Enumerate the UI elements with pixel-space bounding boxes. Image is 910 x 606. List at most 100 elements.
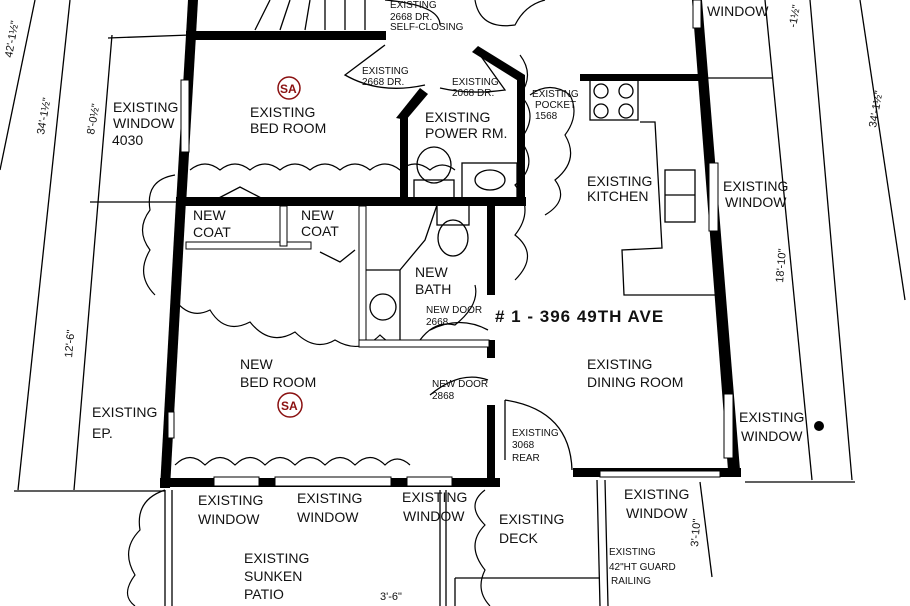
svg-text:SUNKEN: SUNKEN xyxy=(244,568,302,584)
svg-text:1568: 1568 xyxy=(535,111,558,122)
window-deck xyxy=(599,470,721,478)
svg-text:EXISTING: EXISTING xyxy=(297,490,362,506)
toilet-icon-bath xyxy=(437,219,469,257)
svg-text:KITCHEN: KITCHEN xyxy=(587,188,648,204)
svg-text:POCKET: POCKET xyxy=(535,100,576,111)
svg-text:NEW DOOR: NEW DOOR xyxy=(432,379,488,390)
svg-text:DINING ROOM: DINING ROOM xyxy=(587,374,683,390)
label-new-bed-room: NEW xyxy=(240,356,273,372)
svg-text:DECK: DECK xyxy=(499,530,539,546)
svg-text:EXISTING: EXISTING xyxy=(739,409,804,425)
svg-text:WINDOW: WINDOW xyxy=(198,511,260,527)
svg-text:18'-10": 18'-10" xyxy=(774,248,789,283)
smoke-alarm-new: SA xyxy=(277,392,303,418)
svg-text:WINDOW: WINDOW xyxy=(626,505,688,521)
svg-text:COAT: COAT xyxy=(301,223,339,239)
svg-text:3068: 3068 xyxy=(512,440,535,451)
smoke-alarm-existing: SA xyxy=(277,76,301,100)
door-swing-bedroom xyxy=(343,44,426,89)
svg-text:12'-6": 12'-6" xyxy=(63,329,77,358)
svg-text:SA: SA xyxy=(281,399,298,413)
svg-text:WINDOW: WINDOW xyxy=(725,194,787,210)
svg-text:2868: 2868 xyxy=(432,391,455,402)
dimension-labels: 42'-1½" 34'-1½" 8'-0½" 12'-6" 34'-1½" -1… xyxy=(3,4,885,603)
revision-clouds xyxy=(126,0,575,606)
label-kitchen: EXISTING xyxy=(587,173,652,189)
label-new-bath: NEW xyxy=(415,264,448,280)
fixtures xyxy=(164,0,824,606)
svg-text:EXISTING: EXISTING xyxy=(624,486,689,502)
svg-text:EP.: EP. xyxy=(92,425,113,441)
svg-text:2668: 2668 xyxy=(426,317,449,328)
window-bottom-3 xyxy=(406,476,453,487)
svg-text:34'-1½": 34'-1½" xyxy=(35,97,53,136)
toilet-icon xyxy=(416,146,452,184)
label-sunken-patio-line3: PATIO xyxy=(244,586,284,602)
label-new-coat-2: NEW xyxy=(301,207,334,223)
window-bottom-1 xyxy=(213,476,260,487)
svg-text:BATH: BATH xyxy=(415,281,451,297)
svg-text:SELF-CLOSING: SELF-CLOSING xyxy=(390,22,464,33)
window-dining xyxy=(723,393,734,459)
svg-text:2668 DR.: 2668 DR. xyxy=(362,77,404,88)
bath-sink-icon xyxy=(369,293,397,321)
svg-text:EXISTING: EXISTING xyxy=(452,77,499,88)
svg-text:RAILING: RAILING xyxy=(611,576,651,587)
svg-text:34'-1½": 34'-1½" xyxy=(867,90,885,129)
svg-text:WINDOW: WINDOW xyxy=(297,509,359,525)
svg-text:NEW DOOR: NEW DOOR xyxy=(426,305,482,316)
window-4030 xyxy=(180,79,190,153)
svg-text:EXISTING: EXISTING xyxy=(723,178,788,194)
svg-text:EXISTING: EXISTING xyxy=(113,99,178,115)
svg-text:BED ROOM: BED ROOM xyxy=(240,374,316,390)
sink-icon xyxy=(664,169,696,223)
address-label: # 1 - 396 49TH AVE xyxy=(495,307,664,326)
svg-text:4030: 4030 xyxy=(112,132,143,148)
svg-text:REAR: REAR xyxy=(512,453,540,464)
svg-text:EXISTING: EXISTING xyxy=(402,489,467,505)
door-swing-rear xyxy=(504,399,573,471)
svg-text:BED ROOM: BED ROOM xyxy=(250,120,326,136)
svg-text:42'-1½": 42'-1½" xyxy=(3,20,21,59)
svg-text:EXISTING: EXISTING xyxy=(362,66,409,77)
annotations: EXISTING 2668 DR. SELF-CLOSING EXISTING … xyxy=(112,0,804,587)
window-bottom-2 xyxy=(274,476,392,487)
svg-text:42"HT GUARD: 42"HT GUARD xyxy=(609,562,676,573)
label-dining-room: EXISTING xyxy=(587,356,652,372)
stove-icon xyxy=(589,79,639,121)
svg-text:SA: SA xyxy=(280,82,297,96)
svg-text:COAT: COAT xyxy=(193,224,231,240)
svg-text:WINDOW: WINDOW xyxy=(741,428,803,444)
room-labels: EXISTING BED ROOM EXISTING POWER RM. EXI… xyxy=(92,104,683,602)
svg-text:3'-6": 3'-6" xyxy=(380,591,402,603)
door-swing-power xyxy=(439,54,507,93)
svg-text:EXISTING: EXISTING xyxy=(532,89,579,100)
svg-text:WINDOW: WINDOW xyxy=(707,3,769,19)
svg-text:-1½": -1½" xyxy=(787,4,803,29)
svg-text:2068 DR.: 2068 DR. xyxy=(452,88,494,99)
window-kitchen xyxy=(708,162,719,232)
dimension-lines xyxy=(0,0,906,578)
basin-icon xyxy=(461,162,518,199)
label-existing-ep: EXISTING xyxy=(92,404,157,420)
svg-text:WINDOW: WINDOW xyxy=(403,508,465,524)
label-existing-bed-room: EXISTING xyxy=(250,104,315,120)
svg-text:POWER RM.: POWER RM. xyxy=(425,125,507,141)
svg-text:EXISTING: EXISTING xyxy=(512,428,559,439)
new-walls-hatched xyxy=(185,205,490,348)
svg-text:2668 DR.: 2668 DR. xyxy=(390,12,432,23)
label-new-coat-1: NEW xyxy=(193,207,226,223)
svg-text:EXISTING: EXISTING xyxy=(609,547,656,558)
svg-text:3'-10": 3'-10" xyxy=(689,518,703,547)
svg-text:EXISTING: EXISTING xyxy=(390,0,437,11)
label-sunken-patio: EXISTING xyxy=(244,550,309,566)
door-swing-top xyxy=(384,0,441,26)
svg-text:EXISTING: EXISTING xyxy=(198,492,263,508)
label-deck: EXISTING xyxy=(499,511,564,527)
label-power-room: EXISTING xyxy=(425,109,490,125)
windows xyxy=(167,0,734,487)
svg-text:WINDOW: WINDOW xyxy=(113,115,175,131)
svg-text:8'-0½": 8'-0½" xyxy=(85,103,102,136)
